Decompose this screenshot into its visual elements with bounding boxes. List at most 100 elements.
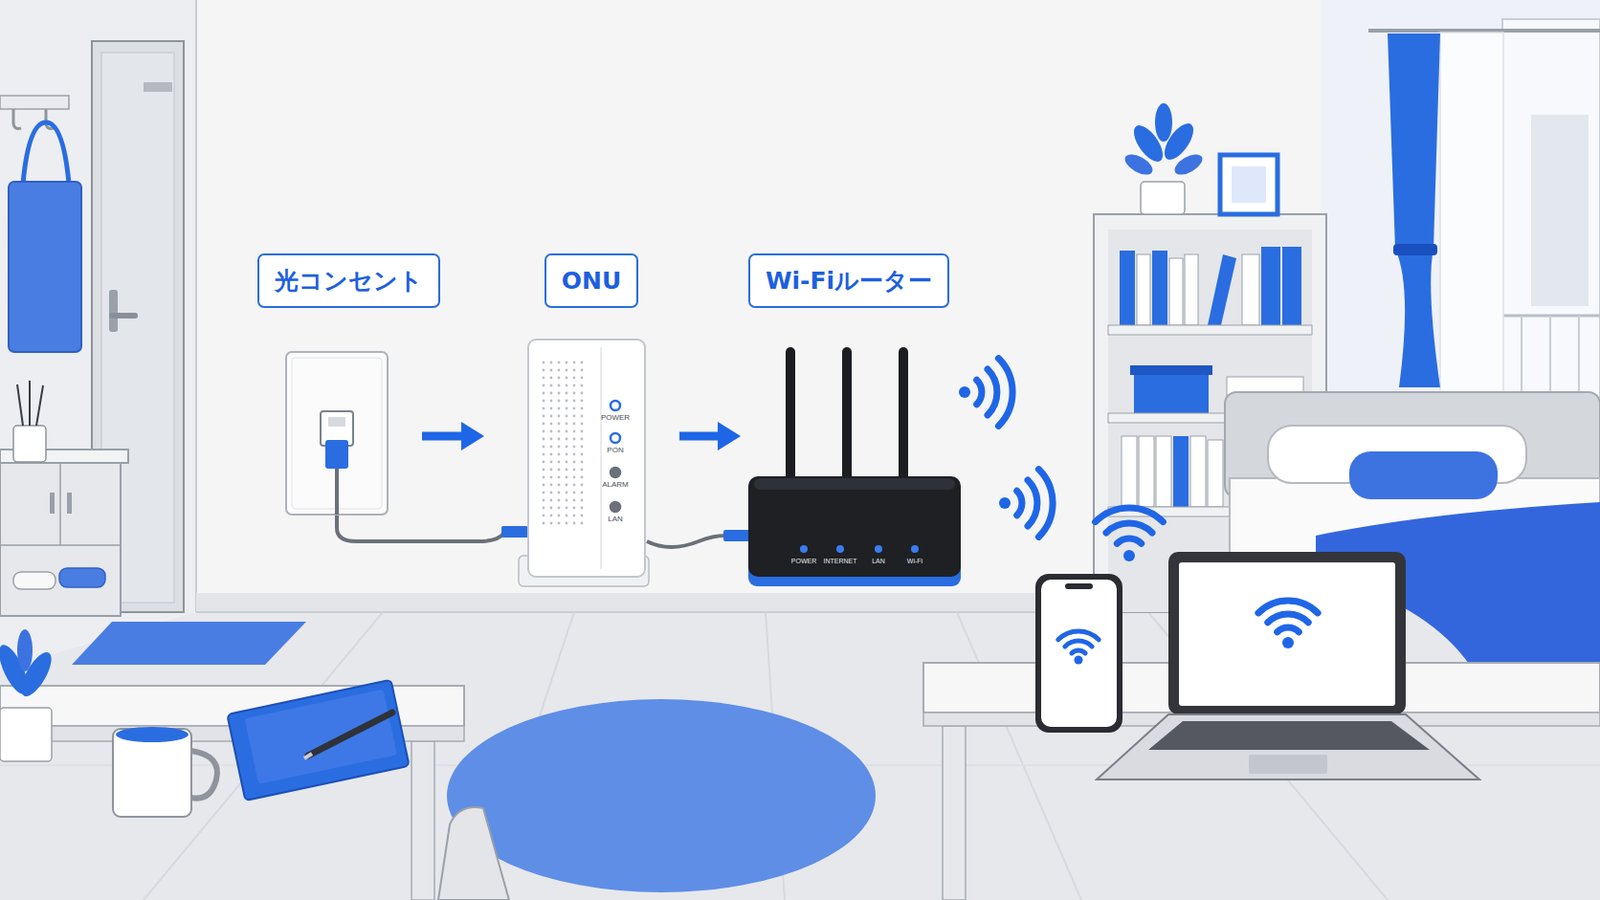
smartphone-part: [1074, 656, 1084, 666]
socket-hole: [328, 417, 346, 427]
notebook-pen-part: [244, 689, 398, 785]
door-part: [109, 312, 138, 319]
vent-hole: [565, 407, 569, 411]
bookshelf-part: [1169, 258, 1183, 326]
bookshelf-part: [1261, 246, 1281, 326]
wifi-waves-part: [1027, 480, 1038, 527]
wifi-waves-part: [999, 497, 1011, 510]
bookshelf-part: [1121, 436, 1137, 508]
vent-hole: [557, 499, 561, 503]
router-top: [754, 478, 956, 490]
status-led: [610, 467, 621, 478]
status-led: [610, 502, 621, 512]
cables-part: [723, 530, 751, 542]
vent-hole: [550, 468, 554, 472]
status-led: [911, 545, 919, 554]
vent-hole: [550, 514, 554, 518]
led-label: ALARM: [601, 481, 629, 489]
shoe-cabinet-part: [13, 572, 56, 590]
vent-hole: [542, 430, 546, 434]
onu-body: [528, 339, 645, 578]
vent-hole: [580, 468, 584, 472]
vent-hole: [557, 384, 561, 388]
vent-hole: [550, 422, 554, 426]
vent-hole: [542, 392, 546, 396]
wifi-waves-part: [1017, 490, 1023, 515]
shoe-cabinet-part: [13, 425, 46, 463]
vent-hole: [557, 491, 561, 495]
bookshelf-part: [1173, 436, 1189, 508]
vent-hole: [573, 461, 577, 465]
door-part: [109, 289, 118, 333]
vent-hole: [557, 461, 561, 465]
vent-hole: [542, 377, 546, 380]
mug-part: [115, 727, 189, 743]
vent-hole: [580, 422, 584, 426]
notebook-pen: [226, 680, 409, 801]
coat-hook-bag-part: [8, 181, 82, 353]
wifi-waves-part: [998, 358, 1013, 427]
vent-hole: [573, 468, 577, 472]
vent-hole: [550, 407, 554, 411]
optical-outlet-drawing: [286, 352, 388, 515]
shelf-plant-frame-part: [1231, 166, 1267, 203]
vent-hole: [550, 361, 554, 365]
vent-hole: [573, 422, 577, 426]
bookshelf-part: [1155, 436, 1172, 508]
vent-hole: [542, 415, 546, 419]
vent-hole: [573, 453, 577, 457]
vent-hole: [542, 445, 546, 449]
bookshelf-part: [1207, 440, 1223, 508]
coat-hook-bag: [0, 95, 82, 353]
vent-hole: [542, 507, 546, 511]
vent-hole: [557, 468, 561, 472]
notebook-pen-part: [226, 680, 409, 801]
bookshelf-part: [1108, 325, 1312, 335]
fiber-cable: [334, 466, 339, 515]
bed-part: [1349, 451, 1498, 500]
router-body: [748, 476, 961, 578]
rug: [446, 699, 876, 893]
vent-hole: [557, 514, 561, 518]
smartphone-part: [1071, 650, 1086, 654]
vent-hole: [580, 453, 584, 457]
vent-hole: [573, 484, 577, 488]
chair-part: [438, 807, 510, 900]
smartphone-part: [1035, 574, 1123, 734]
bookshelf-part: [1207, 254, 1237, 326]
led-label: INTERNET: [823, 557, 858, 565]
wifi-waves: [958, 358, 1163, 562]
vent-hole: [542, 438, 546, 442]
shoe-cabinet: [0, 380, 129, 617]
vent-hole: [573, 507, 577, 511]
vent-hole: [557, 430, 561, 434]
vent-hole: [557, 438, 561, 442]
shoe-cabinet-part: [36, 385, 44, 426]
device-label: 光コンセント: [257, 253, 441, 309]
vent-hole: [557, 507, 561, 511]
vent-hole: [550, 453, 554, 457]
bookshelf-part: [1138, 436, 1155, 508]
vent-hole: [565, 507, 569, 511]
vent-hole: [573, 361, 577, 365]
smartphone-part: [1065, 583, 1093, 590]
window-part: [1393, 244, 1438, 256]
vent-hole: [557, 400, 561, 403]
shoe-cabinet-part: [66, 492, 72, 514]
shelf-plant-frame-part: [1155, 103, 1173, 142]
laptop-part: [1148, 721, 1430, 751]
vent-hole: [550, 415, 554, 419]
flow-arrow: [422, 432, 462, 442]
vent-hole: [565, 384, 569, 388]
vent-hole: [565, 445, 569, 449]
fiber-plug: [325, 440, 349, 469]
vent-hole: [542, 422, 546, 426]
vent-hole: [573, 400, 577, 403]
bookshelf-part: [1184, 254, 1199, 326]
vent-hole: [565, 369, 569, 373]
shoe-cabinet-part: [28, 380, 31, 426]
led-label: POWER: [600, 414, 630, 423]
shelf-plant-frame-part: [1220, 155, 1278, 215]
vent-hole: [565, 438, 569, 442]
